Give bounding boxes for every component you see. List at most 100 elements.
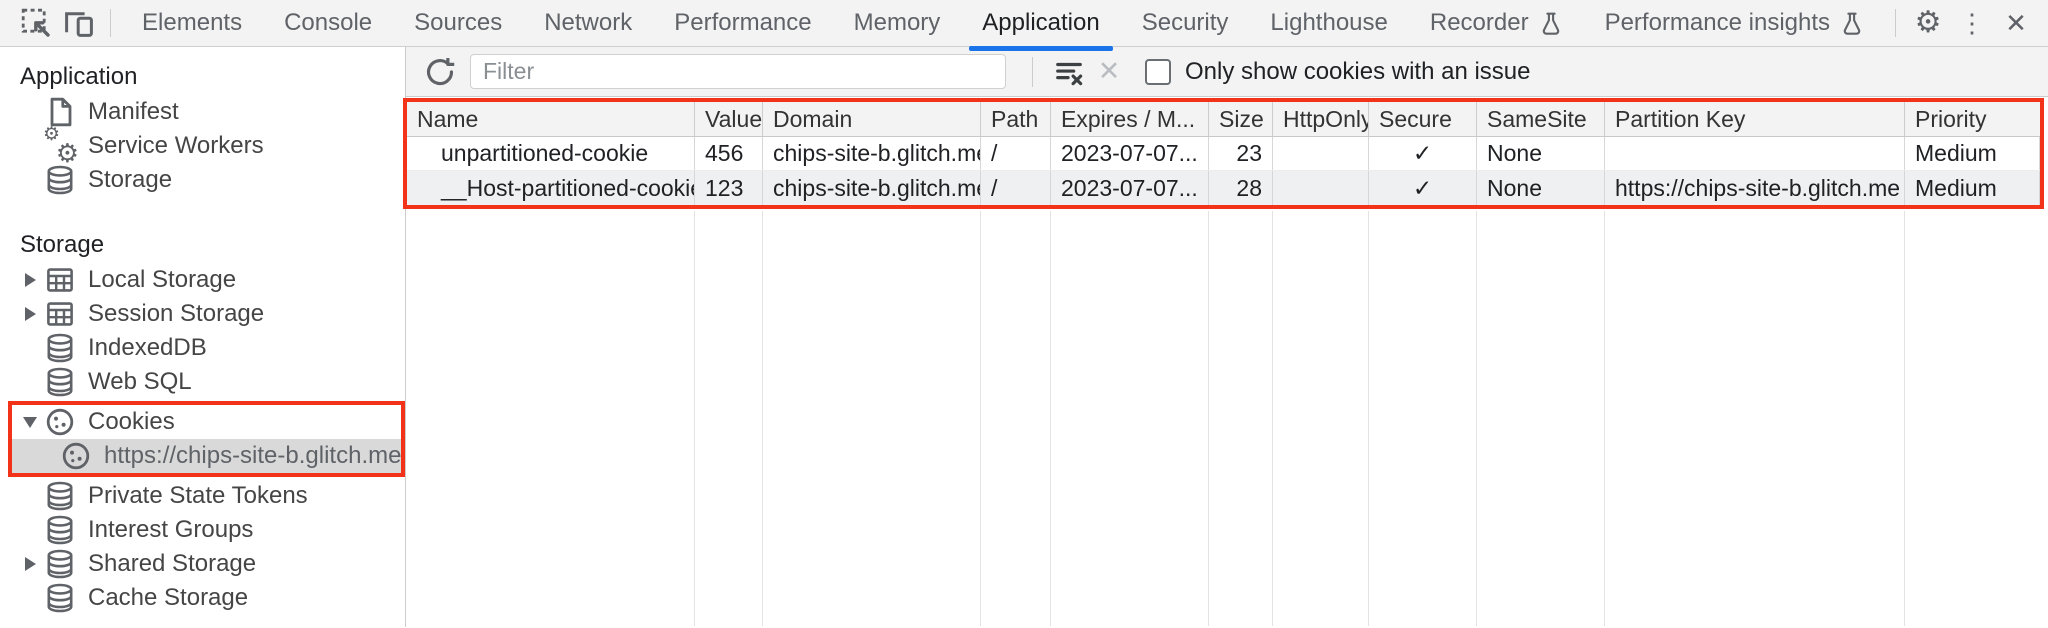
more-options-icon[interactable]: ⋮ <box>1959 8 1986 38</box>
settings-gear-icon[interactable]: ⚙ <box>1914 6 1942 39</box>
sidebar-item-private-state-tokens[interactable]: Private State Tokens <box>0 479 405 513</box>
cell-domain[interactable]: chips-site-b.glitch.me <box>763 137 981 170</box>
only-issue-label[interactable]: Only show cookies with an issue <box>1185 57 1531 85</box>
chevron-down-icon[interactable] <box>16 416 44 428</box>
table-annotation-box: Name Value Domain Path Expires / M... Si… <box>403 98 2044 209</box>
cell-priority[interactable]: Medium <box>1905 137 2040 170</box>
cell-expires[interactable]: 2023-07-07... <box>1051 137 1209 170</box>
chevron-right-icon[interactable] <box>16 557 44 571</box>
cell-partition-key[interactable]: https://chips-site-b.glitch.me <box>1605 171 1905 205</box>
tab-recorder[interactable]: Recorder <box>1409 0 1584 46</box>
inspect-icon <box>21 8 50 37</box>
application-sidebar: Application Manifest ⚙⚙ Service Workers … <box>0 47 406 627</box>
tab-bar-right-controls: ⚙ ⋮ ✕ <box>1885 3 2048 43</box>
cell-partition-key[interactable] <box>1605 137 1905 170</box>
file-icon <box>44 96 76 128</box>
column-header-partition-key[interactable]: Partition Key <box>1605 102 1905 136</box>
database-icon <box>44 332 76 364</box>
column-header-httponly[interactable]: HttpOnly <box>1273 102 1369 136</box>
cell-path[interactable]: / <box>981 171 1051 205</box>
cell-name[interactable]: __Host-partitioned-cookie <box>407 171 695 205</box>
cookie-icon <box>60 440 92 472</box>
database-icon <box>44 582 76 614</box>
only-issue-checkbox[interactable] <box>1145 58 1171 85</box>
sidebar-item-shared-storage[interactable]: Shared Storage <box>0 547 405 581</box>
tab-memory[interactable]: Memory <box>853 9 941 36</box>
cell-secure-checkmark[interactable]: ✓ <box>1369 137 1477 170</box>
sidebar-gap <box>0 197 405 227</box>
sidebar-item-session-storage[interactable]: Session Storage <box>0 297 405 331</box>
tab-sources[interactable]: Sources <box>414 9 503 36</box>
column-header-domain[interactable]: Domain <box>763 102 981 136</box>
sidebar-section-storage: Storage <box>20 231 105 258</box>
database-icon <box>44 164 76 196</box>
sidebar-item-cookie-origin[interactable]: https://chips-site-b.glitch.me <box>12 439 401 473</box>
sidebar-item-cookies[interactable]: Cookies <box>12 405 401 439</box>
device-toolbar-icon <box>64 12 93 37</box>
experiment-flask-icon <box>1843 12 1861 35</box>
column-header-name[interactable]: Name <box>407 102 695 136</box>
gears-icon: ⚙⚙ <box>43 124 79 168</box>
sidebar-item-storage[interactable]: Storage <box>0 163 405 197</box>
cell-name[interactable]: unpartitioned-cookie <box>407 137 695 170</box>
grid-icon <box>44 264 76 296</box>
tab-console[interactable]: Console <box>284 9 373 36</box>
tab-security[interactable]: Security <box>1141 9 1229 36</box>
sidebar-item-web-sql[interactable]: Web SQL <box>0 365 405 399</box>
sidebar-item-service-workers[interactable]: ⚙⚙ Service Workers <box>43 124 264 168</box>
column-header-size[interactable]: Size <box>1209 102 1273 136</box>
cell-value[interactable]: 123 <box>695 171 763 205</box>
cookies-toolbar: ✕ Only show cookies with an issue <box>406 47 2048 97</box>
filter-input[interactable] <box>470 54 1006 89</box>
column-header-path[interactable]: Path <box>981 102 1051 136</box>
clear-filter-button[interactable] <box>1049 52 1089 92</box>
tab-application[interactable]: Application <box>961 0 1120 51</box>
column-header-secure[interactable]: Secure <box>1369 102 1477 136</box>
clear-filter-icon <box>1056 62 1083 85</box>
tab-performance-insights[interactable]: Performance insights <box>1584 0 1885 46</box>
cell-samesite[interactable]: None <box>1477 171 1605 205</box>
sidebar-item-indexeddb[interactable]: IndexedDB <box>0 331 405 365</box>
sidebar-item-local-storage[interactable]: Local Storage <box>0 263 405 297</box>
close-devtools-icon[interactable]: ✕ <box>2005 8 2027 38</box>
chevron-right-icon[interactable] <box>16 307 44 321</box>
database-icon <box>44 514 76 546</box>
tab-network[interactable]: Network <box>544 9 633 36</box>
refresh-icon <box>426 57 455 85</box>
device-toolbar-button[interactable] <box>57 3 100 43</box>
cookie-icon <box>44 406 76 438</box>
delete-cookie-icon: ✕ <box>1097 56 1121 86</box>
sidebar-item-manifest[interactable]: Manifest <box>0 95 405 129</box>
cell-httponly[interactable] <box>1273 171 1369 205</box>
inspect-element-button[interactable] <box>14 3 57 43</box>
tab-elements[interactable]: Elements <box>142 9 243 36</box>
cookies-pane: ✕ Only show cookies with an issue Name V… <box>403 47 2048 627</box>
sidebar-section-application: Application <box>20 63 138 90</box>
devtools-tab-bar: Elements Console Sources Network Perform… <box>0 0 2048 51</box>
sidebar-item-interest-groups[interactable]: Interest Groups <box>0 513 405 547</box>
cell-size[interactable]: 23 <box>1209 137 1273 170</box>
cell-httponly[interactable] <box>1273 137 1369 170</box>
cell-size[interactable]: 28 <box>1209 171 1273 205</box>
toolbar-divider <box>1895 9 1897 37</box>
cell-domain[interactable]: chips-site-b.glitch.me <box>763 171 981 205</box>
refresh-button[interactable] <box>418 52 462 92</box>
cell-samesite[interactable]: None <box>1477 137 1605 170</box>
chevron-right-icon[interactable] <box>16 273 44 287</box>
cookie-row-unpartitioned[interactable]: unpartitioned-cookie 456 chips-site-b.gl… <box>407 137 2040 171</box>
column-header-samesite[interactable]: SameSite <box>1477 102 1605 136</box>
tab-lighthouse[interactable]: Lighthouse <box>1270 9 1388 36</box>
column-header-value[interactable]: Value <box>695 102 763 136</box>
database-icon <box>44 366 76 398</box>
column-header-expires[interactable]: Expires / M... <box>1051 102 1209 136</box>
column-header-priority[interactable]: Priority <box>1915 105 1987 132</box>
sidebar-item-cache-storage[interactable]: Cache Storage <box>0 581 405 615</box>
cell-priority[interactable]: Medium <box>1905 171 2040 205</box>
cell-expires[interactable]: 2023-07-07... <box>1051 171 1209 205</box>
empty-grid-columns <box>407 211 2040 626</box>
cell-secure-checkmark[interactable]: ✓ <box>1369 171 1477 205</box>
cookie-row-host-partitioned[interactable]: __Host-partitioned-cookie 123 chips-site… <box>407 171 2040 205</box>
cell-path[interactable]: / <box>981 137 1051 170</box>
tab-performance[interactable]: Performance <box>674 9 812 36</box>
cell-value[interactable]: 456 <box>695 137 763 170</box>
